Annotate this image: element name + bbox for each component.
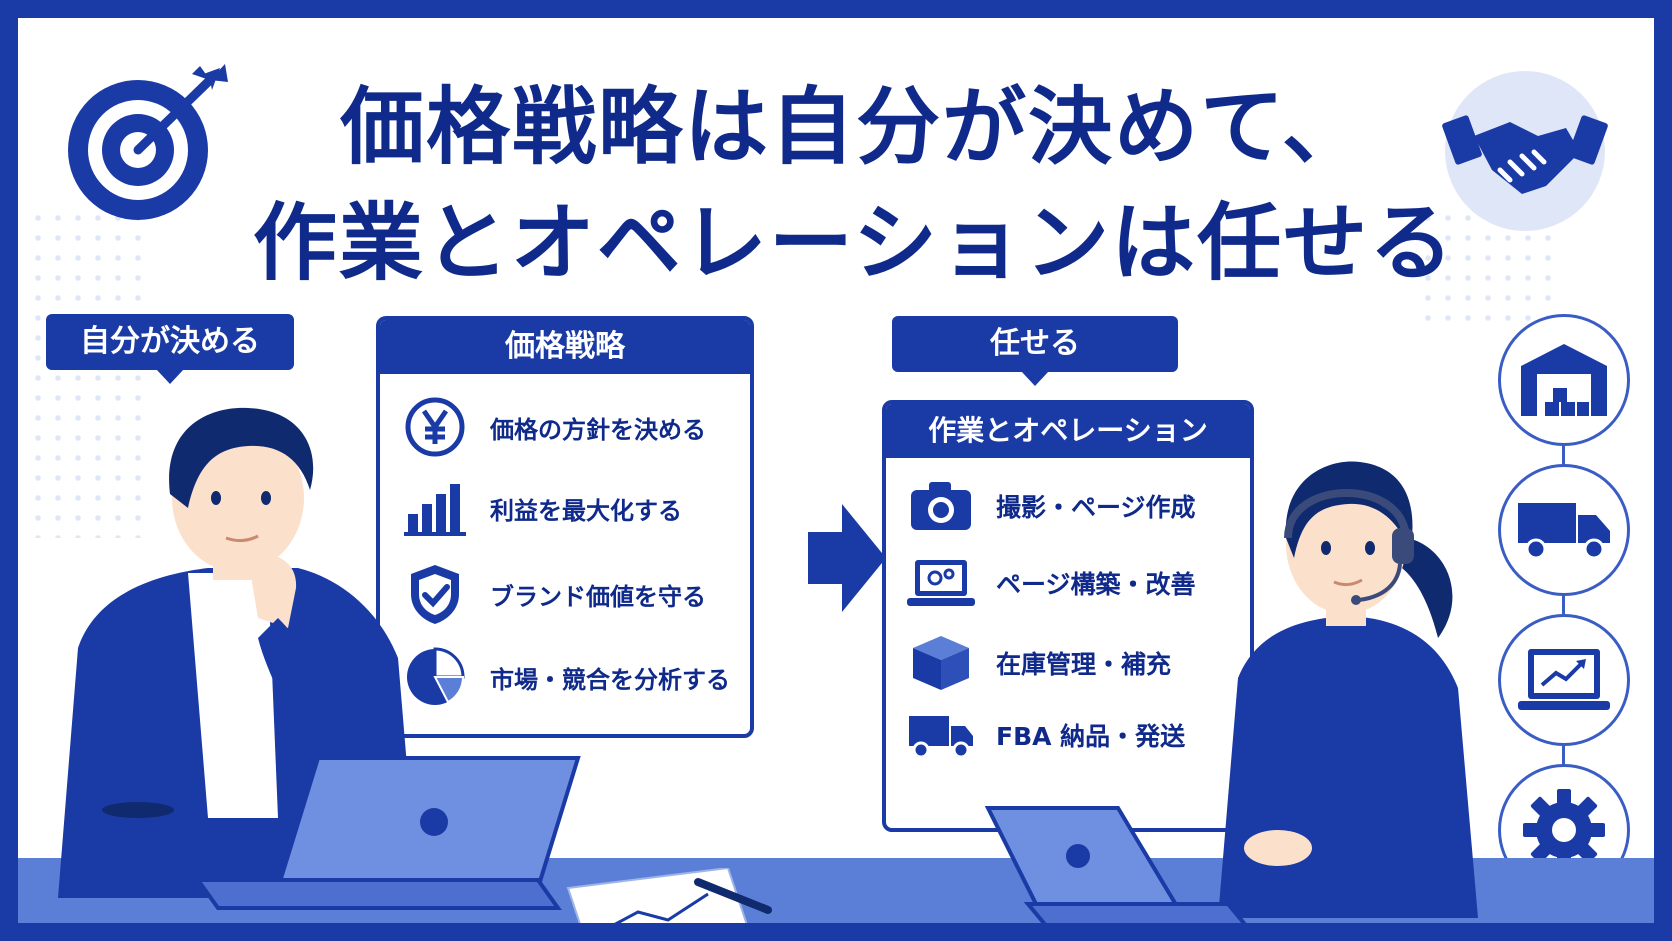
right-bubble: 任せる — [892, 316, 1178, 386]
left-bubble: 自分が決める — [46, 314, 294, 384]
truck-icon — [886, 712, 996, 758]
right-item-4-label: FBA 納品・発送 — [996, 722, 1186, 751]
laptop-left — [198, 756, 581, 910]
yen-icon — [380, 396, 490, 458]
operations-card: 作業とオペレーション 撮影・ページ作成 ページ構築・改善 在庫管理・補充 FBA… — [882, 400, 1254, 832]
left-item-3-label: ブランド価値を守る — [490, 582, 706, 611]
right-item-2-label: ページ構築・改善 — [996, 570, 1196, 599]
right-item-3: 在庫管理・補充 — [886, 634, 1171, 692]
right-item-4: FBA 納品・発送 — [886, 712, 1185, 758]
pricing-strategy-card: 価格戦略 価格の方針を決める 利益を最大化する ブランド価値を守る 市場・競合を… — [376, 316, 754, 738]
laptop-right — [984, 806, 1247, 923]
camera-icon — [886, 480, 996, 532]
dot-pattern-left — [28, 208, 148, 538]
bar-chart-icon — [380, 480, 490, 536]
left-item-2-label: 利益を最大化する — [490, 496, 682, 525]
side-circle-laptop-chart — [1498, 614, 1630, 746]
left-item-1: 価格の方針を決める — [380, 396, 706, 458]
left-item-3: ブランド価値を守る — [380, 562, 706, 626]
pie-chart-icon — [380, 646, 490, 708]
pricing-strategy-card-title: 価格戦略 — [380, 320, 750, 374]
handshake-icon — [1442, 71, 1608, 231]
title-line-1: 価格戦略は自分が決めて、 — [340, 78, 1368, 176]
title-line-2: 作業とオペレーションは任せる — [252, 194, 1456, 292]
left-item-4: 市場・競合を分析する — [380, 646, 730, 708]
side-circle-warehouse — [1498, 314, 1630, 446]
laptop-chart-icon — [1518, 649, 1610, 710]
pen-icon — [694, 878, 772, 914]
warehouse-icon — [1521, 344, 1607, 416]
left-item-1-label: 価格の方針を決める — [490, 415, 706, 444]
shield-check-icon — [380, 562, 490, 626]
left-item-2: 利益を最大化する — [380, 480, 682, 536]
target-icon — [68, 64, 228, 220]
arrow-right-icon — [808, 504, 886, 612]
box-icon — [886, 634, 996, 692]
side-circle-truck — [1498, 464, 1630, 596]
mug-icon — [80, 802, 174, 894]
right-item-1-label: 撮影・ページ作成 — [996, 493, 1196, 522]
right-item-3-label: 在庫管理・補充 — [996, 650, 1172, 679]
gear-icon — [1523, 789, 1605, 871]
truck-icon — [1518, 503, 1610, 560]
woman-illustration — [1218, 461, 1478, 918]
laptop-gear-icon — [886, 558, 996, 608]
right-item-2: ページ構築・改善 — [886, 558, 1196, 608]
left-item-4-label: 市場・競合を分析する — [490, 665, 730, 694]
side-icon-connector — [1562, 318, 1565, 878]
operations-card-title: 作業とオペレーション — [886, 404, 1250, 458]
right-item-1: 撮影・ページ作成 — [886, 480, 1196, 532]
